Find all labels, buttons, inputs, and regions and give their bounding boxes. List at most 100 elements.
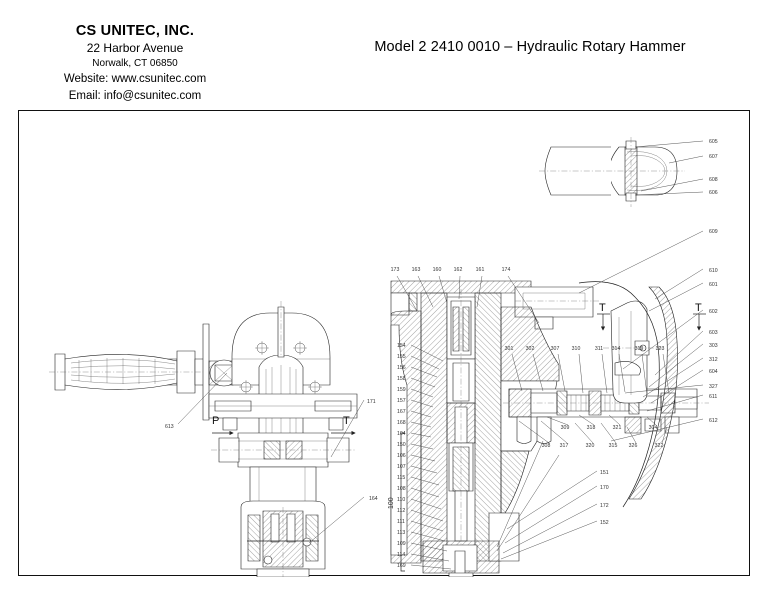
callout-152: 152 [600,520,609,526]
callout-307: 307 [551,346,560,352]
callout-159: 159 [397,387,406,393]
callout-308: 308 [542,443,551,449]
callout-315: 315 [609,443,618,449]
callout-112: 112 [397,508,405,514]
right-section-view: T T [390,280,709,577]
drawing-canvas: P T [19,111,751,577]
drawing-frame: P T [18,110,751,577]
port-marker-tank-right-1: T [597,302,610,331]
callout-151: 151 [600,470,609,476]
callout-115: 115 [397,475,405,481]
callout-326: 326 [629,443,638,449]
callout-601: 601 [709,282,718,288]
callout-302: 302 [526,346,535,352]
callout-158: 158 [397,376,406,382]
right-view-callout-labels: 609 610 601 602 603 303 312 604 327 611 612 [709,229,718,424]
left-column-callout-labels: 1541551561581591571671681041501061071151… [397,343,406,569]
callout-606: 606 [709,190,718,196]
callout-327: 327 [709,384,718,390]
left-view-leaders [177,372,365,544]
callout-322: 322 [655,443,664,449]
callout-157: 157 [397,398,406,404]
exploded-assembly-drawing: P T [49,137,718,577]
callout-171: 171 [367,399,376,405]
top-right-detail-view [539,137,704,207]
company-name: CS UNITEC, INC. [75,23,195,39]
callout-607: 607 [709,154,718,160]
lower-row-lower-callout-labels: 308 317 320 315 326 322 [542,443,664,449]
port-label-T-right-2: T [695,302,702,314]
callout-609: 609 [709,229,718,235]
callout-612: 612 [709,418,718,424]
callout-172: 172 [600,503,609,509]
callout-317: 317 [560,443,569,449]
body-outer-contour [578,281,678,508]
callout-106: 106 [397,453,406,459]
left-elevation-view: P T [49,301,365,577]
callout-314: 314 [612,346,621,352]
port-label-P: P [212,415,219,427]
mid-flange-plate [208,393,358,431]
port-marker-tank-right-2: T [693,302,706,331]
callout-312: 312 [709,357,718,363]
callout-160: 160 [433,267,442,273]
top-center-callout-labels: 173 163 160 162 161 174 [391,267,511,273]
callout-173: 173 [391,267,400,273]
callout-304: 304 [649,425,658,431]
callout-321: 321 [613,425,622,431]
callout-318: 318 [587,425,596,431]
callout-603: 603 [709,330,718,336]
callout-319: 319 [635,346,644,352]
callout-604: 604 [709,369,718,375]
callout-602: 602 [709,309,718,315]
rear-handle-grip [603,300,663,404]
callout-109: 109 [397,541,406,547]
callout-162: 162 [454,267,463,273]
callout-leaders [396,230,704,560]
group-bracket-100: 100 [388,432,405,572]
callout-167: 167 [397,409,406,415]
side-handle-grip [49,350,224,394]
callout-320: 320 [586,443,595,449]
page-title: Model 2 2410 0010 – Hydraulic Rotary Ham… [374,39,686,55]
callout-169: 169 [397,563,406,569]
callout-154: 154 [397,343,406,349]
callout-303: 303 [709,343,718,349]
callout-608: 608 [709,177,718,183]
callout-104: 104 [397,431,406,437]
callout-610: 610 [709,268,718,274]
callout-110: 110 [397,497,405,503]
piston-cylinder-assembly [503,388,709,418]
bottom-right-callout-labels: 151 170 172 152 [600,470,609,526]
callout-161: 161 [476,267,485,273]
callout-164: 164 [369,496,378,502]
callout-613: 613 [165,424,174,430]
callout-301: 301 [505,346,514,352]
housing-bolt-marks [239,341,322,394]
company-email: Email: info@csunitec.com [68,89,202,102]
callout-113: 113 [397,530,405,536]
company-header-block: CS UNITEC, INC. 22 Harbor Avenue Norwalk… [0,22,270,104]
callout-611: 611 [709,394,717,400]
callout-107: 107 [397,464,406,470]
callout-114: 114 [397,552,405,558]
port-label-T-right-1: T [599,302,606,314]
company-website: Website: www.csunitec.com [63,73,207,86]
callout-310: 310 [572,346,581,352]
port-marker-tank-left: T [331,415,356,436]
lower-subassembly-row [516,416,680,444]
company-address-line2: Norwalk, CT 06850 [92,57,178,69]
callout-155: 155 [397,354,406,360]
left-view-callout-labels: 613 171 164 [165,399,378,502]
chuck-nose-section [422,540,500,577]
callout-311: 311 [595,346,603,352]
callout-174: 174 [502,267,511,273]
callout-163: 163 [412,267,421,273]
port-label-T-left: T [343,415,350,427]
top-detail-leaders [634,140,704,196]
callout-170: 170 [600,485,609,491]
